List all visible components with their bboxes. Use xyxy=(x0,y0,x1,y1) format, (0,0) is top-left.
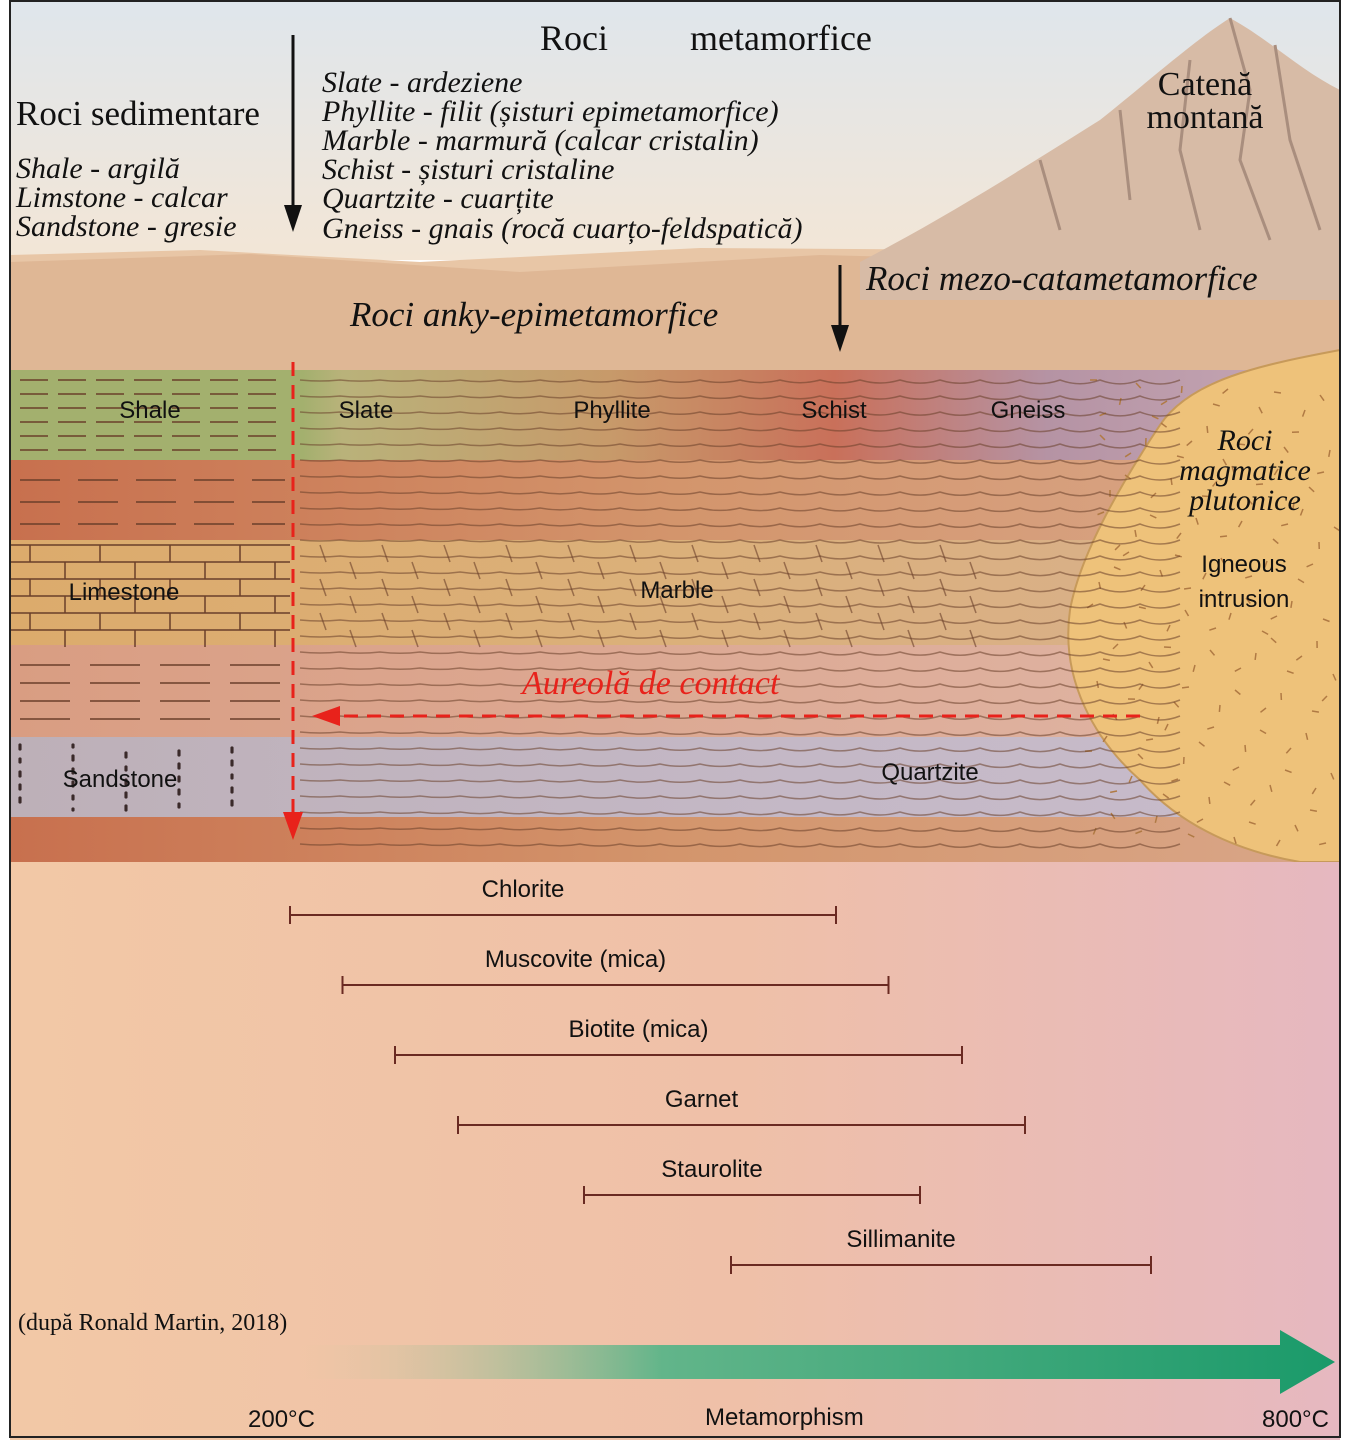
axis-min-label: 200°C xyxy=(248,1406,315,1433)
title-left: Roci xyxy=(540,18,608,58)
texture-stroke xyxy=(71,758,74,761)
rock-label-limestone: Limestone xyxy=(69,579,180,606)
igneous-dash xyxy=(1245,745,1246,752)
rock-label-marble: Marble xyxy=(640,577,713,604)
sedimentary-heading: Roci sedimentare xyxy=(16,94,260,133)
axis-label: Metamorphism xyxy=(705,1404,864,1431)
mountain-label-line2: montană xyxy=(1146,99,1263,136)
texture-stroke xyxy=(230,776,233,779)
igneous-dash xyxy=(1184,588,1191,589)
texture-stroke xyxy=(18,747,21,750)
rock-label-schist: Schist xyxy=(801,397,867,424)
mountain-label-line1: Catenă xyxy=(1158,66,1252,103)
igneous-dash xyxy=(1209,797,1210,804)
sedimentary-item-sandstone: Sandstone - gresie xyxy=(16,210,237,243)
texture-stroke xyxy=(71,808,74,811)
texture-stroke xyxy=(230,750,233,753)
rock-label-sandstone: Sandstone xyxy=(63,766,178,793)
igneous-ro-line1: Roci xyxy=(1217,424,1273,457)
texture-stroke xyxy=(18,800,21,803)
rock-label-gneiss: Gneiss xyxy=(991,397,1066,424)
grade-label-high: Roci mezo-catametamorfice xyxy=(865,259,1258,298)
metamorphic-item-quartzite: Quartzite - cuarțite xyxy=(322,182,554,215)
texture-stroke xyxy=(124,795,127,798)
texture-stroke xyxy=(18,774,21,777)
rock-label-phyllite: Phyllite xyxy=(573,397,650,424)
igneous-dash xyxy=(1182,687,1189,688)
igneous-en-line1: Igneous xyxy=(1201,551,1286,578)
texture-stroke xyxy=(230,790,233,793)
mineral-label: Biotite (mica) xyxy=(568,1016,708,1043)
rock-label-shale: Shale xyxy=(119,397,180,424)
igneous-dash xyxy=(1255,653,1256,660)
igneous-ro-line2: magmatice xyxy=(1179,454,1311,487)
texture-stroke xyxy=(71,797,74,800)
texture-stroke xyxy=(18,760,21,763)
rock-label-slate: Slate xyxy=(339,397,394,424)
axis-max-label: 800°C xyxy=(1262,1406,1329,1433)
texture-stroke xyxy=(230,803,233,806)
texture-stroke xyxy=(18,787,21,790)
mineral-label: Muscovite (mica) xyxy=(485,946,666,973)
texture-stroke xyxy=(177,753,180,756)
mineral-label: Garnet xyxy=(665,1086,739,1113)
texture-stroke xyxy=(71,745,74,748)
mineral-label: Staurolite xyxy=(661,1156,762,1183)
igneous-ro-line3: plutonice xyxy=(1187,484,1301,517)
texture-stroke xyxy=(124,755,127,758)
igneous-dash xyxy=(1207,426,1208,433)
igneous-en-line2: intrusion xyxy=(1199,586,1290,613)
mineral-label: Chlorite xyxy=(482,876,565,903)
texture-stroke xyxy=(124,808,127,811)
igneous-dash xyxy=(1274,392,1281,393)
texture-stroke xyxy=(230,763,233,766)
texture-stroke xyxy=(177,792,180,795)
rock-label-quartzite: Quartzite xyxy=(881,759,978,786)
contact-aureole-label: Aureolă de contact xyxy=(520,665,781,702)
grade-label-low: Roci anky-epimetamorfice xyxy=(349,295,718,334)
texture-stroke xyxy=(177,779,180,782)
igneous-dash xyxy=(1219,705,1220,712)
citation: (după Ronald Martin, 2018) xyxy=(18,1310,287,1336)
texture-stroke xyxy=(177,766,180,769)
igneous-dash xyxy=(1220,536,1227,537)
mineral-label: Sillimanite xyxy=(846,1226,955,1253)
metamorphic-item-gneiss: Gneiss - gnais (rocă cuarțo-feldspatică) xyxy=(322,212,802,245)
stratum-bottom xyxy=(10,817,1340,862)
title-right: metamorfice xyxy=(690,18,872,58)
texture-stroke xyxy=(177,805,180,808)
